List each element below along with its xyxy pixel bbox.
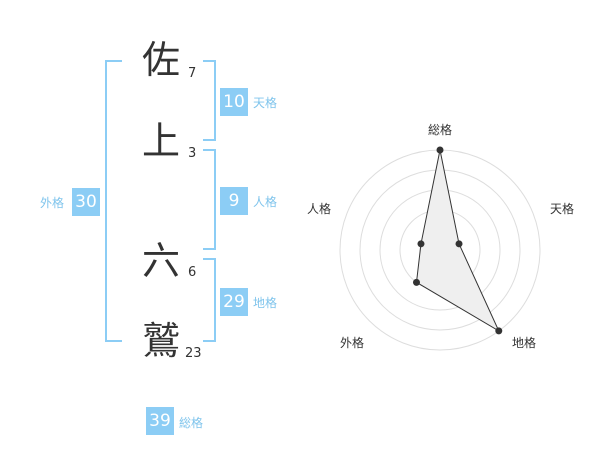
tenkaku-bracket	[203, 60, 216, 141]
jinkaku-score-badge: 9	[220, 187, 248, 215]
stroke-count-3: 6	[188, 265, 197, 280]
chikaku-bracket	[203, 258, 216, 342]
radar-axis-label-jinkaku: 人格	[307, 202, 332, 216]
radar-axis-label-chikaku: 地格	[512, 336, 537, 350]
soukaku-score-badge: 39	[146, 407, 174, 435]
gaikaku-bracket	[105, 60, 122, 342]
radar-point-1	[436, 146, 444, 154]
stroke-count-4: 23	[185, 346, 202, 361]
gaikaku-score-badge: 30	[72, 188, 100, 216]
gaikaku-label: 外格	[40, 196, 65, 210]
radar-polygon	[415, 149, 500, 333]
radar-points	[412, 146, 503, 335]
chikaku-label: 地格	[253, 296, 278, 310]
radar-point-5	[417, 240, 425, 248]
name-char-1: 佐	[141, 38, 180, 82]
name-char-4: 鷲	[141, 319, 180, 363]
name-char-3: 六	[141, 239, 180, 283]
tenkaku-label: 天格	[253, 96, 278, 110]
radar-axis-label-soukaku: 総格	[428, 123, 453, 137]
jinkaku-label: 人格	[253, 195, 278, 209]
jinkaku-bracket	[203, 149, 216, 250]
soukaku-label: 総格	[179, 416, 204, 430]
stroke-count-2: 3	[188, 146, 197, 161]
radar-point-2	[455, 240, 463, 248]
radar-axis-label-tenkaku: 天格	[550, 202, 575, 216]
radar-point-3	[495, 327, 503, 335]
radar-axis-label-gaikaku: 外格	[340, 336, 365, 350]
stroke-count-1: 7	[188, 66, 197, 81]
radar-point-4	[412, 278, 420, 286]
chikaku-score-badge: 29	[220, 288, 248, 316]
name-char-2: 上	[141, 119, 180, 163]
tenkaku-score-badge: 10	[220, 88, 248, 116]
